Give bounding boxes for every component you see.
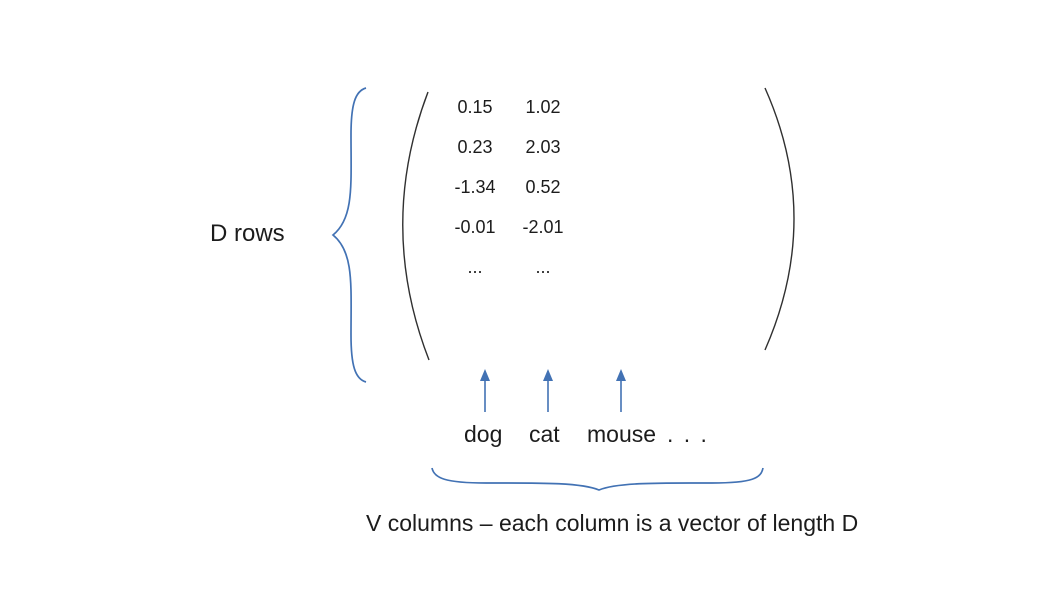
matrix-cell: -0.01 (454, 217, 496, 237)
up-arrow-icon (616, 369, 626, 412)
matrix-cell: 0.23 (457, 137, 493, 157)
columns-caption: V columns – each column is a vector of l… (366, 510, 859, 536)
column-label-dog: dog (464, 421, 503, 447)
left-curly-brace-icon (331, 87, 367, 383)
matrix-cell: 0.15 (457, 97, 493, 117)
up-arrow-icon (543, 369, 553, 412)
matrix-cell-ellipsis: ... (535, 257, 551, 277)
column-label-cat: cat (529, 421, 560, 447)
column-label-ellipsis: . . . (667, 421, 709, 447)
matrix-cell: -2.01 (522, 217, 564, 237)
matrix-cell: 0.52 (525, 177, 561, 197)
matrix-cell-ellipsis: ... (467, 257, 483, 277)
matrix-left-paren-icon (402, 91, 430, 361)
matrix-cell: 2.03 (525, 137, 561, 157)
rows-count-label: D rows (210, 220, 285, 247)
up-arrow-icon (480, 369, 490, 412)
matrix-cell: -1.34 (454, 177, 496, 197)
matrix-right-paren-icon (764, 87, 795, 351)
matrix-cell: 1.02 (525, 97, 561, 117)
column-label-mouse: mouse (587, 421, 657, 447)
bottom-curly-brace-icon (431, 467, 764, 491)
